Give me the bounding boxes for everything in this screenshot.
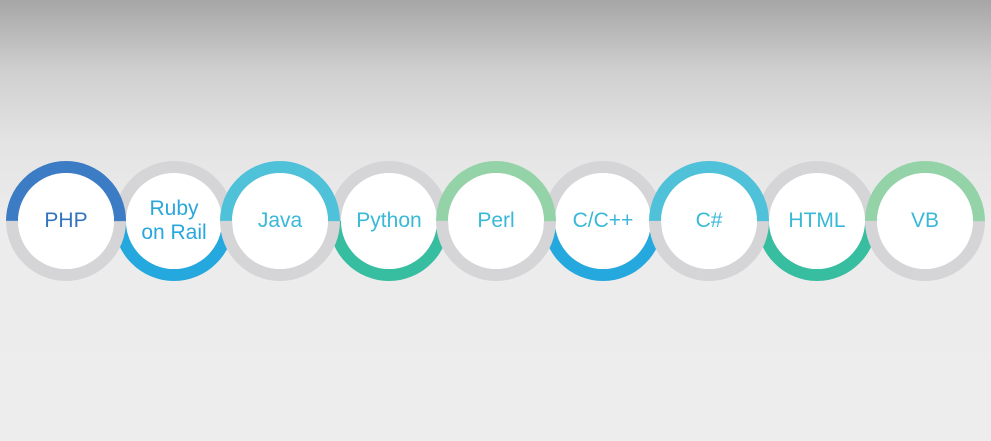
circle-python[interactable]: Python — [304, 136, 474, 306]
circle-inner: PHP — [18, 173, 114, 269]
circle-inner: Python — [341, 173, 437, 269]
circle-label: Perl — [477, 209, 515, 232]
circle-label: Java — [257, 209, 303, 232]
circle-inner: Perl — [448, 173, 544, 269]
circle-java[interactable]: Java — [195, 136, 365, 306]
circle-inner: HTML — [769, 173, 865, 269]
circle-inner: Ruby on Rail — [126, 173, 222, 269]
circle-php[interactable]: PHP — [0, 136, 151, 306]
circle-label: HTML — [788, 209, 846, 232]
circle-inner: C# — [661, 173, 757, 269]
circle-c-cpp[interactable]: C/C++ — [518, 136, 688, 306]
circle-label: Python — [356, 209, 422, 232]
circle-inner: C/C++ — [555, 173, 651, 269]
circle-html[interactable]: HTML — [732, 136, 902, 306]
circle-label: VB — [910, 209, 939, 232]
circle-ruby-on-rail[interactable]: Ruby on Rail — [89, 136, 259, 306]
circle-vb[interactable]: VB — [840, 136, 991, 306]
circle-perl[interactable]: Perl — [411, 136, 581, 306]
circle-label: PHP — [44, 209, 88, 232]
circle-inner: Java — [232, 173, 328, 269]
circle-label: C# — [695, 209, 723, 232]
circle-inner: VB — [877, 173, 973, 269]
circle-c-sharp[interactable]: C# — [624, 136, 794, 306]
circle-label: Ruby on Rail — [141, 197, 207, 244]
circle-label: C/C++ — [572, 209, 634, 232]
